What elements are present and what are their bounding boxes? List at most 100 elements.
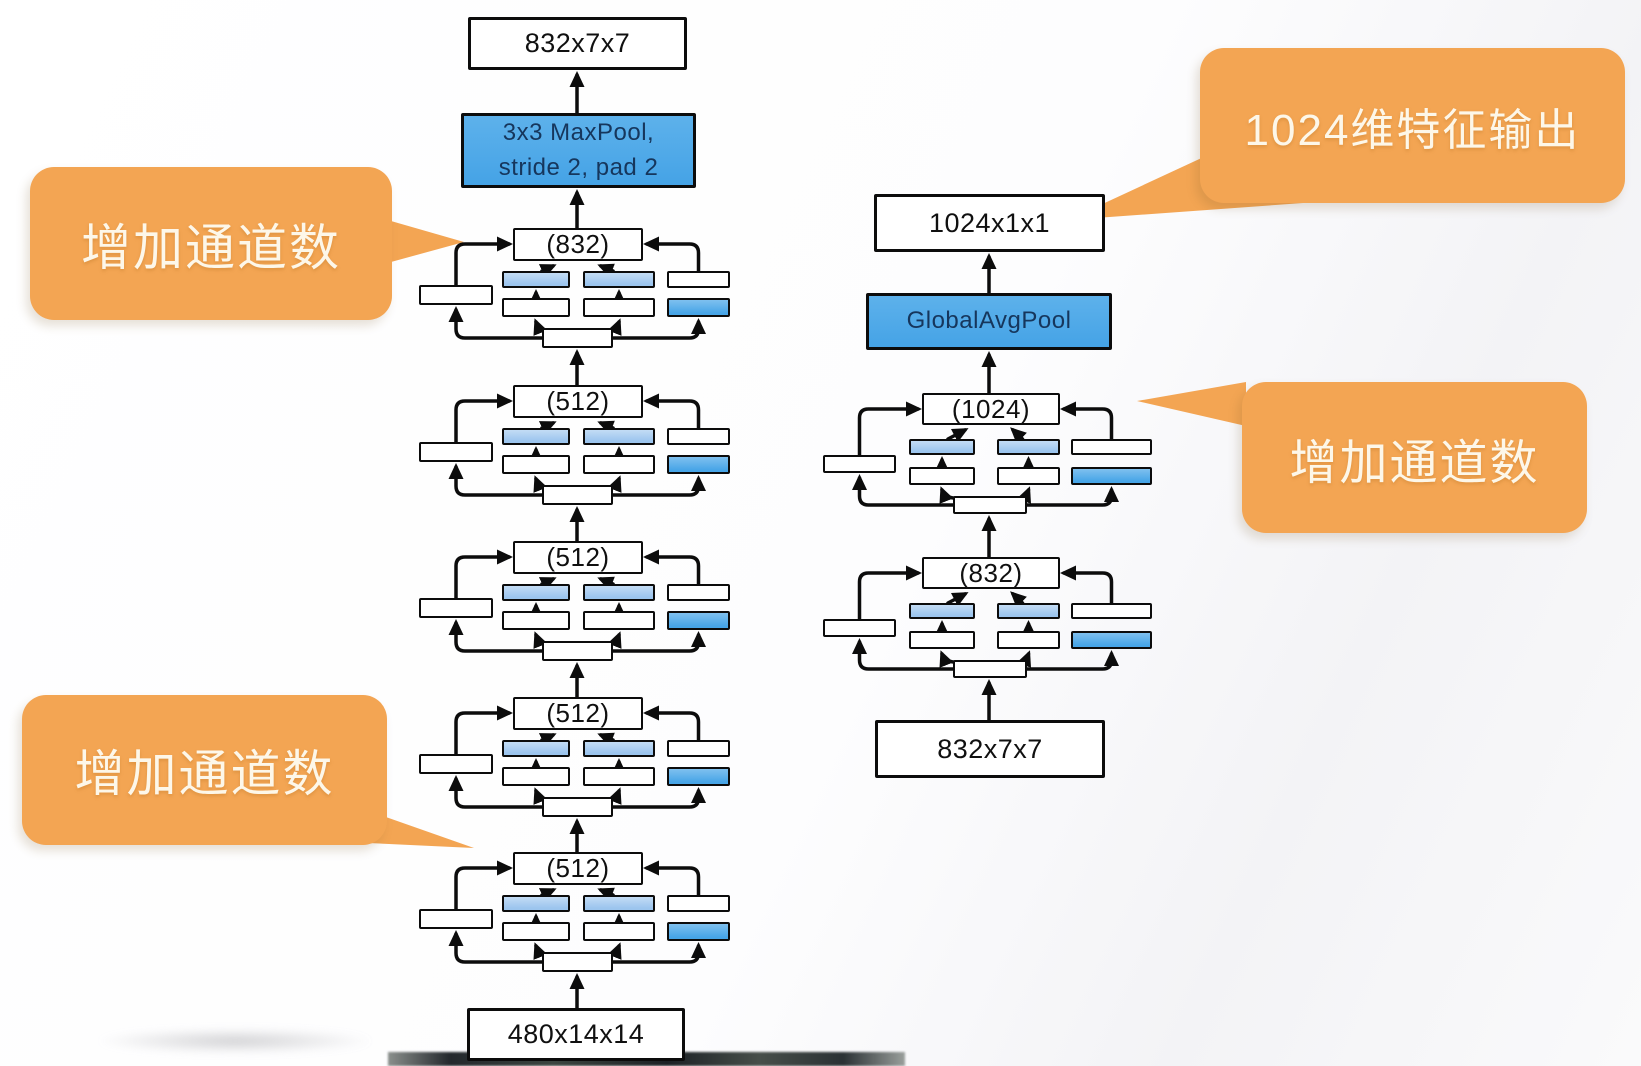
flow-arrow <box>538 577 557 591</box>
conv-1x1-after-pool-box <box>667 428 730 445</box>
conv-5x5-box <box>583 584 655 601</box>
flow-arrow <box>454 549 513 600</box>
pool-branch-box <box>667 767 730 786</box>
callout-top-left-text: 增加通道数 <box>81 219 341 276</box>
flow-arrow <box>448 306 544 340</box>
inception-concat-box: (832) <box>513 228 643 261</box>
pool-branch-box <box>667 455 730 474</box>
flow-arrow <box>1010 427 1027 444</box>
conv-5x5-box <box>997 439 1060 455</box>
flow-arrow <box>597 576 615 591</box>
flow-arrow <box>852 474 955 507</box>
conv-1x1-reduce-box <box>583 455 655 474</box>
conv-3x3-box <box>502 895 570 912</box>
callout-pointer-top-right <box>1068 155 1303 220</box>
flow-arrow <box>597 420 615 435</box>
callout-pointer-mid-right <box>1137 382 1246 426</box>
conv-1x1-after-pool-box <box>667 895 730 912</box>
inception-concat-box: (512) <box>513 697 643 730</box>
conv-1x1-after-pool-box <box>667 271 730 288</box>
callout-bottom-left-text: 增加通道数 <box>74 746 335 802</box>
conv-1x1-branch-box <box>823 619 896 637</box>
flow-arrows <box>448 71 1119 1010</box>
globalavgpool-box: GlobalAvgPool <box>866 293 1112 350</box>
flow-arrow <box>643 705 701 742</box>
callout-mid-right: 增加通道数 <box>1242 382 1587 533</box>
flow-arrow <box>448 463 544 497</box>
flow-arrow <box>946 592 969 607</box>
conv-1x1-reduce-box <box>502 767 570 786</box>
conv-1x1-reduce-box <box>502 298 570 317</box>
conv-1x1-reduce-box <box>583 298 655 317</box>
prev-layer-box <box>953 496 1027 514</box>
inception-concat-box: (512) <box>513 541 643 574</box>
conv-1x1-branch-box <box>823 455 896 473</box>
output-shape-box-left: 832x7x7 <box>468 17 687 70</box>
conv-1x1-reduce-box <box>502 455 570 474</box>
conv-1x1-reduce-box <box>583 767 655 786</box>
flow-arrow <box>611 942 706 964</box>
globalavgpool-label: GlobalAvgPool <box>906 307 1072 335</box>
flow-arrow <box>611 787 706 809</box>
callout-top-right-text: 1024维特征输出 <box>1244 105 1581 155</box>
conv-3x3-box <box>502 584 570 601</box>
flow-arrow <box>448 930 544 964</box>
conv-3x3-box <box>502 428 570 445</box>
callout-top-left: 增加通道数 <box>30 167 392 320</box>
pool-branch-box <box>667 922 730 941</box>
flow-arrow <box>454 236 513 287</box>
callout-top-right: 1024维特征输出 <box>1200 48 1625 203</box>
flow-arrow <box>643 236 701 273</box>
maxpool-line2: stride 2, pad 2 <box>498 153 659 181</box>
flow-arrow <box>454 393 513 444</box>
callout-mid-right-text: 增加通道数 <box>1289 436 1540 490</box>
prev-layer-box <box>542 328 613 348</box>
conv-1x1-reduce-box <box>502 611 570 630</box>
conv-1x1-branch-box <box>419 754 493 774</box>
flow-arrow <box>538 421 557 435</box>
flow-arrow <box>1060 401 1114 441</box>
maxpool-box: 3x3 MaxPool, stride 2, pad 2 <box>461 113 696 188</box>
inception-concat-box: (832) <box>922 557 1060 589</box>
pool-branch-box <box>1071 631 1152 649</box>
conv-5x5-box <box>997 603 1060 619</box>
conv-1x1-reduce-box <box>997 631 1060 649</box>
flow-arrow <box>643 393 701 430</box>
conv-3x3-box <box>909 439 975 455</box>
conv-5x5-box <box>583 271 655 288</box>
flow-arrow <box>454 860 513 911</box>
maxpool-line1: 3x3 MaxPool, <box>502 118 655 146</box>
conv-1x1-reduce-box <box>502 922 570 941</box>
input-shape-box-left: 480x14x14 <box>467 1008 685 1061</box>
flow-arrow <box>538 733 557 747</box>
conv-1x1-reduce-box <box>583 611 655 630</box>
conv-1x1-branch-box <box>419 598 493 618</box>
conv-3x3-box <box>909 603 975 619</box>
flow-arrow <box>538 888 557 902</box>
flow-arrow <box>857 565 922 621</box>
prev-layer-box <box>542 952 613 972</box>
flow-arrow <box>448 775 544 809</box>
pool-branch-box <box>667 611 730 630</box>
conv-1x1-reduce-box <box>909 467 975 485</box>
conv-1x1-reduce-box <box>997 467 1060 485</box>
inception-concat-box: (512) <box>513 385 643 418</box>
conv-5x5-box <box>583 428 655 445</box>
pool-branch-box <box>667 298 730 317</box>
flow-arrow <box>454 705 513 756</box>
flow-arrow <box>852 638 955 671</box>
flow-arrow <box>597 732 615 747</box>
flow-arrow <box>597 263 615 278</box>
flow-arrow <box>1010 591 1027 608</box>
callout-bottom-left: 增加通道数 <box>22 695 387 845</box>
inception-concat-box: (1024) <box>922 393 1060 425</box>
conv-1x1-reduce-box <box>583 922 655 941</box>
conv-5x5-box <box>583 740 655 757</box>
callout-pointer-bottom-left <box>368 816 474 848</box>
prev-layer-box <box>542 797 613 817</box>
callout-pointer-top-left <box>391 221 464 262</box>
input-shape-box-right: 832x7x7 <box>875 720 1105 778</box>
conv-1x1-after-pool-box <box>1071 439 1152 455</box>
